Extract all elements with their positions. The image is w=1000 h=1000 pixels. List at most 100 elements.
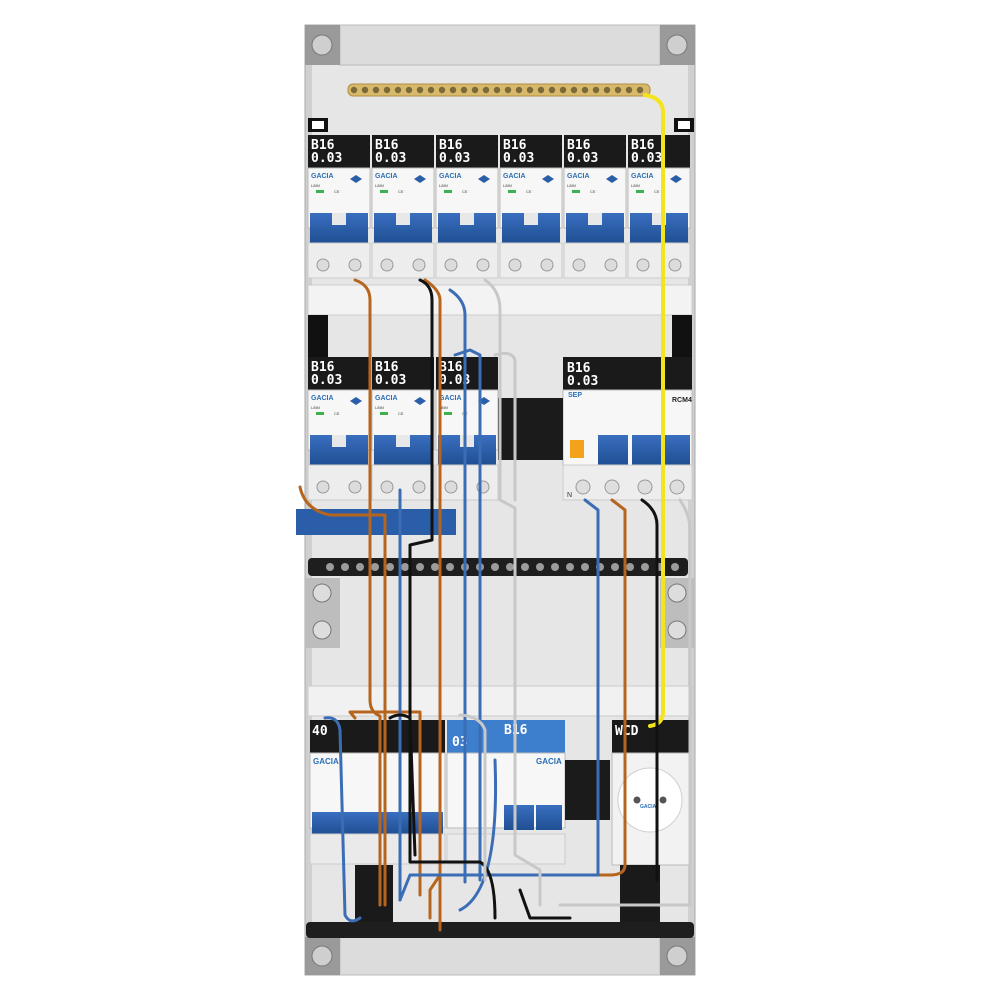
rcbo-sensitivity: 0.03 (567, 374, 598, 389)
ce-mark: CE (526, 189, 532, 194)
breaker-model: L8IM (439, 183, 448, 188)
breaker-label-plate (500, 135, 562, 168)
status-indicator (572, 190, 580, 193)
ce-mark: CE (654, 189, 660, 194)
terminal-screw[interactable] (540, 258, 554, 272)
busbar-screw (471, 86, 479, 94)
toggle-lever[interactable] (332, 213, 346, 225)
terminal-screw[interactable] (668, 258, 682, 272)
terminal-screw[interactable] (604, 258, 618, 272)
breaker-brand: GACIA (631, 173, 654, 180)
rcbo-rating: B16 (567, 361, 591, 376)
breaker-model: L8IM (631, 183, 640, 188)
terminal-screw (326, 563, 334, 571)
rcbo-toggle-1[interactable] (598, 435, 628, 465)
brand-logo-icon (350, 175, 362, 183)
busbar-screw (383, 86, 391, 94)
terminal-screw[interactable] (444, 258, 458, 272)
breaker-brand: GACIA (311, 395, 334, 402)
breaker-sensitivity: 0.03 (439, 373, 470, 388)
busbar-screw (372, 86, 380, 94)
ce-mark: CE (462, 189, 468, 194)
terminal-screw[interactable] (572, 258, 586, 272)
ce-mark: CE (398, 411, 404, 416)
breaker-label-plate (308, 357, 370, 390)
terminal-screw[interactable] (636, 258, 650, 272)
breaker-sensitivity: 0.03 (503, 151, 534, 166)
breaker-brand: GACIA (439, 395, 462, 402)
breaker-sensitivity: 0.03 (311, 373, 342, 388)
main-switch-toggle[interactable] (312, 812, 443, 834)
toggle-lever[interactable] (396, 435, 410, 447)
rcbo-unit[interactable]: B16 0.03 SEP RCM4 N (498, 357, 693, 501)
rcbo-test-button[interactable] (570, 440, 584, 458)
breaker-model: L8IM (375, 405, 384, 410)
toggle-lever[interactable] (460, 213, 474, 225)
socket-label: WCD (615, 724, 639, 739)
busbar-screw (438, 86, 446, 94)
terminal-screw (446, 563, 454, 571)
breaker-rating: B16 (503, 138, 527, 153)
terminal-screw (566, 563, 574, 571)
busbar-screw (493, 86, 501, 94)
terminal-block-bottom (306, 865, 694, 938)
rcd-toggle-2[interactable] (536, 805, 562, 830)
terminal-screw[interactable] (380, 480, 394, 494)
breaker-label-plate (372, 135, 434, 168)
toggle-lever[interactable] (396, 213, 410, 225)
breaker-brand: GACIA (311, 173, 334, 180)
terminal-screw (341, 563, 349, 571)
terminal-screw[interactable] (444, 480, 458, 494)
breaker-model: L8IM (503, 183, 512, 188)
clip-left-inner (312, 121, 324, 129)
terminal-screw (671, 563, 679, 571)
busbar-screw (460, 86, 468, 94)
toggle-lever[interactable] (588, 213, 602, 225)
terminal-screw[interactable] (412, 480, 426, 494)
terminal-screw[interactable] (476, 258, 490, 272)
breaker-label-plate (628, 135, 690, 168)
breaker-rating: B16 (439, 138, 463, 153)
terminal-screw[interactable] (316, 258, 330, 272)
breaker-row-2: B160.03GACIAL8IMCEB160.03GACIAL8IMCEB160… (307, 357, 499, 501)
breaker-terminals (371, 464, 435, 501)
rcbo-toggle-3[interactable] (664, 435, 690, 465)
brand-logo-icon (350, 397, 362, 405)
breaker-model: L8IM (375, 183, 384, 188)
terminal-screw[interactable] (316, 480, 330, 494)
rcbo-toggle-2[interactable] (632, 435, 662, 465)
toggle-lever[interactable] (332, 435, 346, 447)
top-cap (339, 24, 661, 66)
breaker-model: L8IM (311, 183, 320, 188)
terminal-screw (416, 563, 424, 571)
terminal-screw[interactable] (348, 258, 362, 272)
toggle-lever[interactable] (460, 435, 474, 447)
terminal-screw (386, 563, 394, 571)
terminal-screw[interactable] (380, 258, 394, 272)
terminal-screw[interactable] (348, 480, 362, 494)
status-indicator (444, 412, 452, 415)
terminal-screw[interactable] (508, 258, 522, 272)
busbar-screw (559, 86, 567, 94)
toggle-lever[interactable] (524, 213, 538, 225)
breaker-rating: B16 (375, 138, 399, 153)
breaker-sensitivity: 0.03 (375, 151, 406, 166)
rcd-brand: GACIA (536, 757, 562, 766)
breaker-label-plate (308, 135, 370, 168)
terminal-screw (641, 563, 649, 571)
rcd-toggle-1[interactable] (504, 805, 534, 830)
terminal-screw[interactable] (412, 258, 426, 272)
ce-mark: CE (398, 189, 404, 194)
breaker-rating: B16 (311, 138, 335, 153)
terminal-screw (536, 563, 544, 571)
breaker-label-plate (436, 357, 498, 390)
